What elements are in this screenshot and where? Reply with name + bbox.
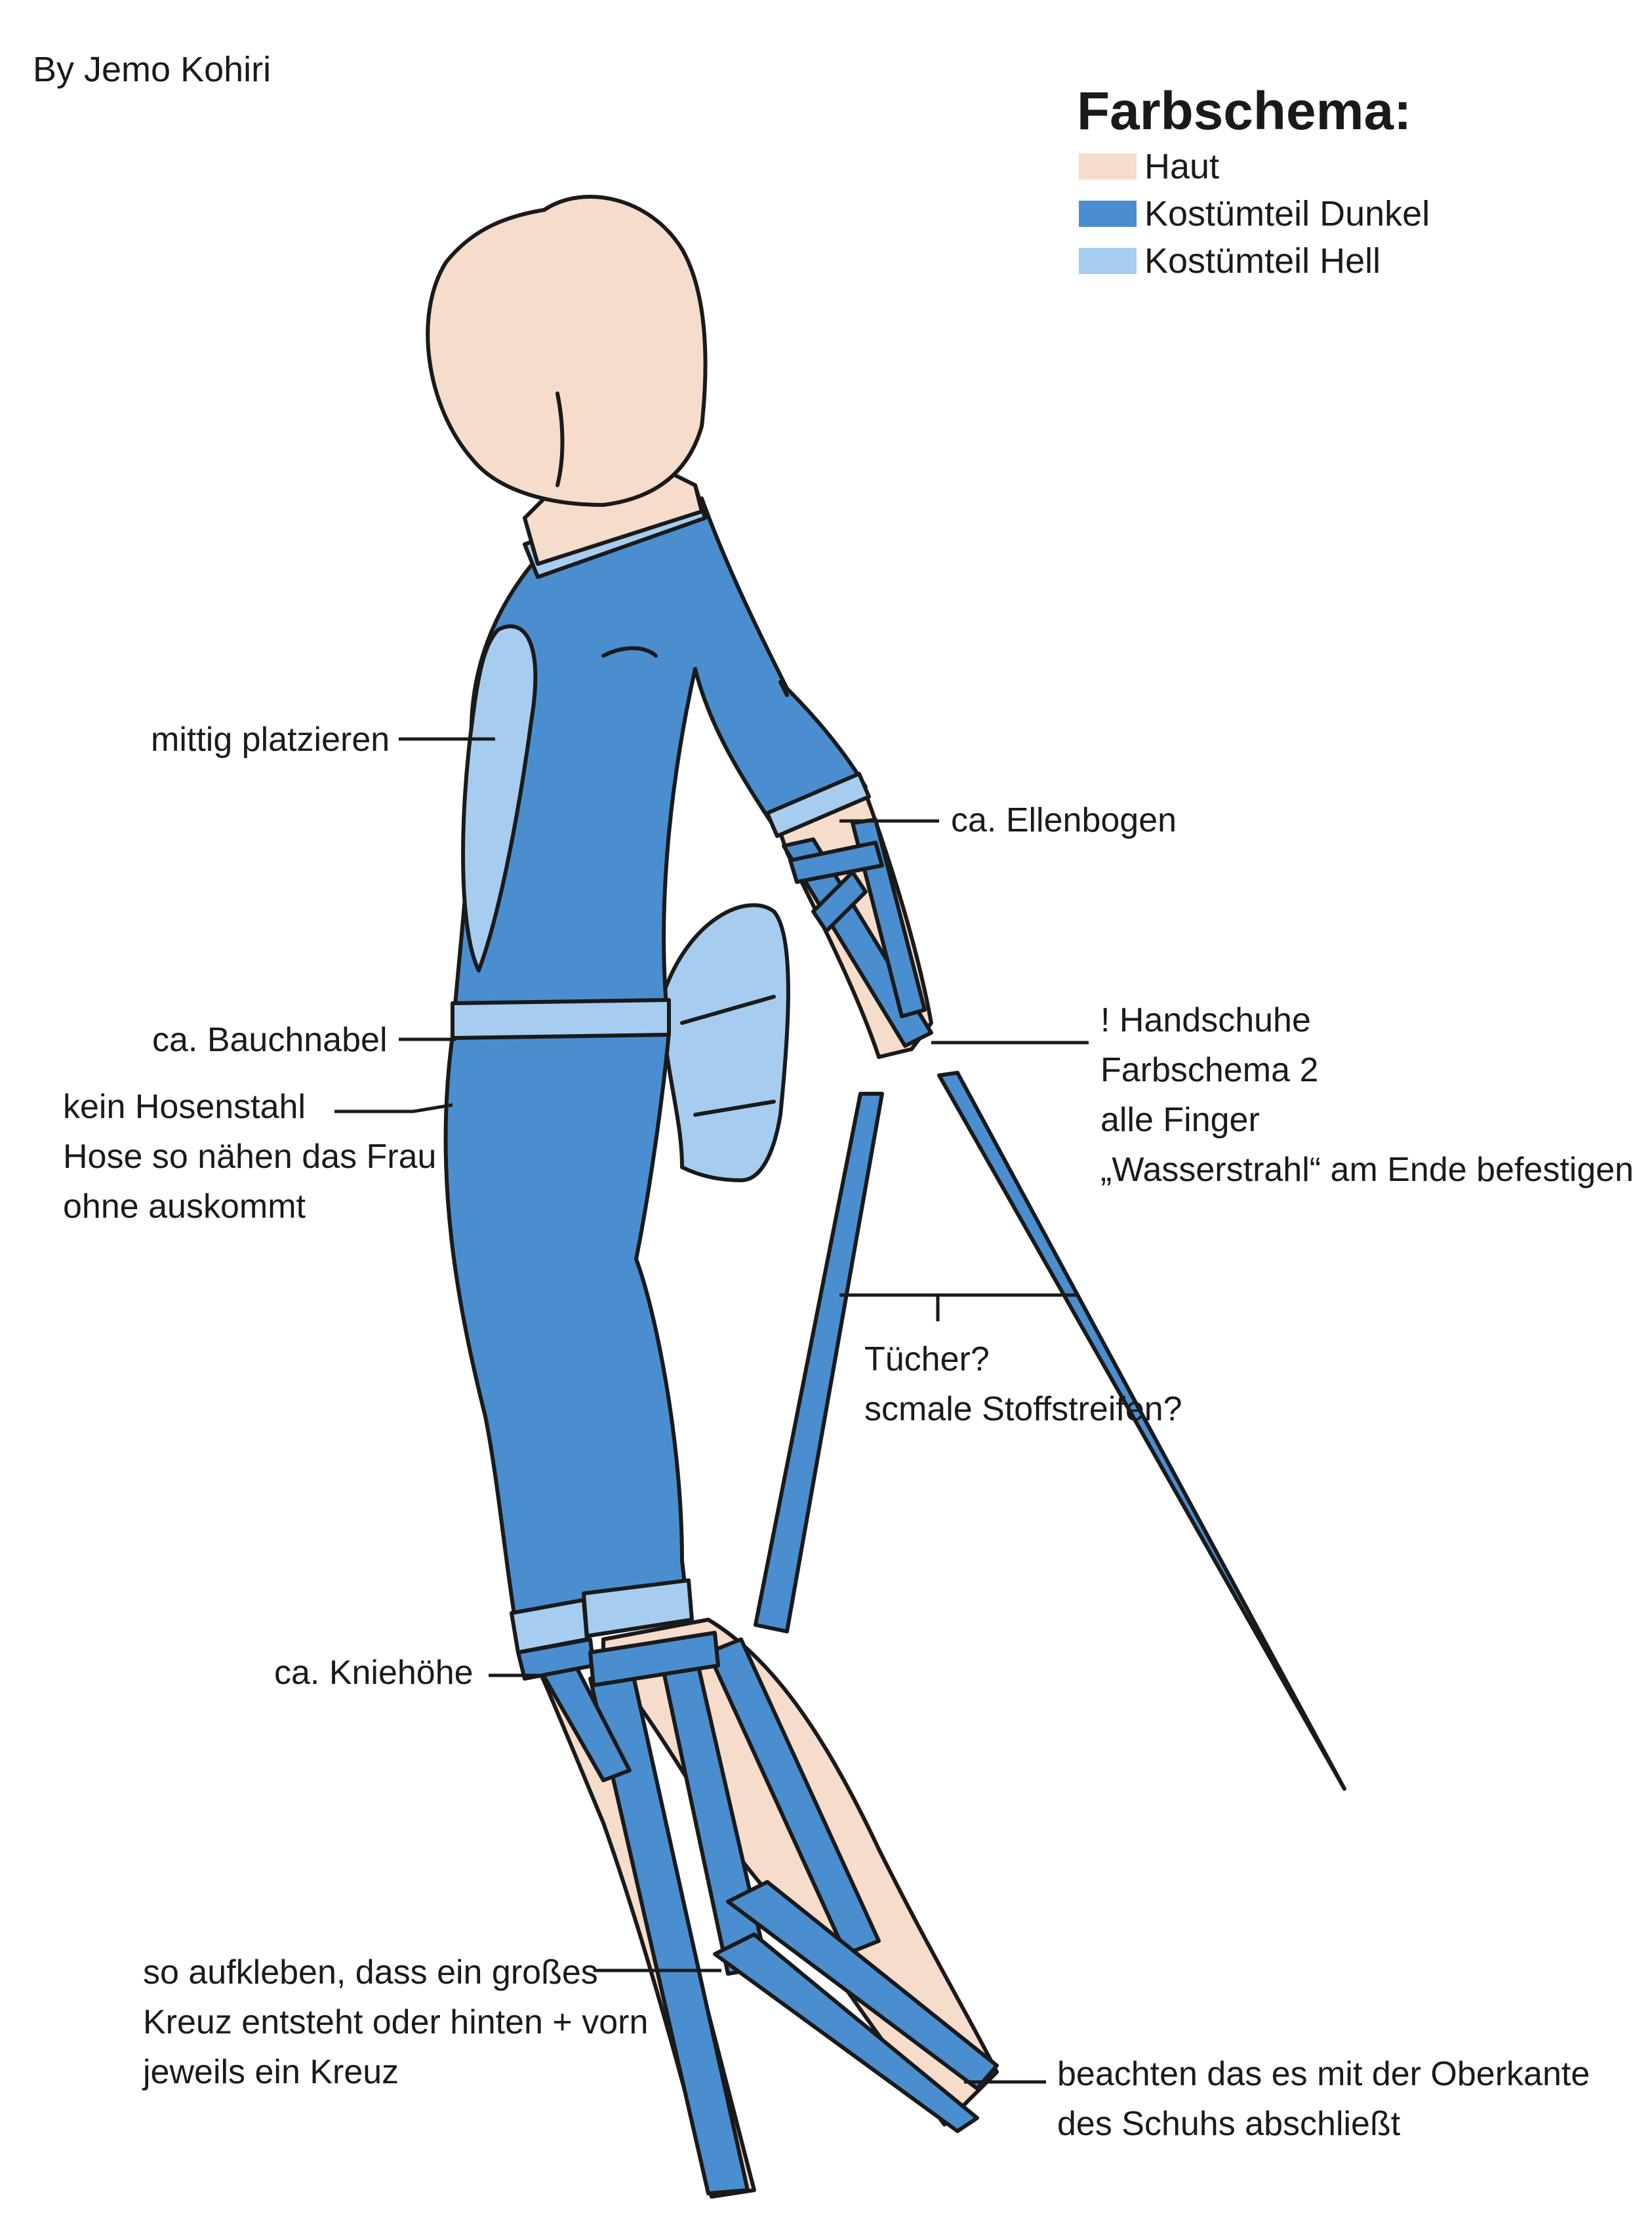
- label-kniehoehe: ca. Kniehöhe: [274, 1654, 473, 1692]
- label-line: Kreuz entsteht oder hinten + vorn: [143, 2003, 649, 2041]
- swatch-haut: [1079, 153, 1137, 180]
- knee-strap: [588, 1631, 720, 1687]
- knee-band: [510, 1598, 589, 1654]
- arm-strap: [811, 870, 868, 933]
- label-line: ohne auskommt: [63, 1188, 306, 1226]
- label-oberkante: beachten das es mit der Oberkante des Sc…: [1057, 2049, 1590, 2149]
- legend-title: Farbschema:: [1077, 81, 1412, 141]
- leg-strap: [706, 1637, 881, 1956]
- legend-item-haut: Haut: [1079, 143, 1219, 190]
- label-line: „Wasserstrahl“ am Ende befestigen: [1100, 1151, 1634, 1189]
- author-credit: By Jemo Kohiri: [33, 50, 272, 89]
- label-line: Tücher?: [864, 1340, 990, 1378]
- label-line: Hose so nähen das Frau: [63, 1138, 437, 1176]
- label-ellenbogen: ca. Ellenbogen: [951, 801, 1177, 839]
- legend-label: Kostümteil Dunkel: [1144, 194, 1430, 233]
- label-line: Farbschema 2: [1100, 1051, 1319, 1089]
- water-stream-right: [937, 1071, 1346, 1791]
- arm-strap: [788, 841, 884, 884]
- label-line: scmale Stoffstreifen?: [864, 1390, 1182, 1428]
- legend-item-hell: Kostümteil Hell: [1079, 237, 1380, 285]
- legend-label: Haut: [1144, 147, 1220, 186]
- chest-panel: [461, 624, 538, 972]
- swatch-hell: [1079, 248, 1137, 274]
- pointer-hosenstahl: [334, 1103, 453, 1113]
- head: [426, 195, 708, 507]
- label-line: beachten das es mit der Oberkante: [1057, 2055, 1590, 2093]
- label-hosenstahl: kein Hosenstahl Hose so nähen das Frau o…: [63, 1082, 436, 1231]
- label-aufkleben: so aufkleben, dass ein großes Kreuz ents…: [143, 1948, 648, 2097]
- label-line: ! Handschuhe: [1100, 1001, 1311, 1039]
- label-tuecher: Tücher? scmale Stoffstreifen?: [864, 1334, 1182, 1434]
- waist-band: [451, 998, 671, 1040]
- water-stream-left: [754, 1092, 884, 1633]
- label-mittig: mittig platzieren: [151, 721, 390, 759]
- label-line: des Schuhs abschließt: [1057, 2105, 1401, 2143]
- pants: [443, 1031, 691, 1641]
- legend-item-dunkel: Kostümteil Dunkel: [1079, 190, 1430, 237]
- sleeve-cuff: [765, 772, 871, 838]
- label-bauchnabel: ca. Bauchnabel: [152, 1021, 388, 1059]
- label-line: alle Finger: [1100, 1101, 1260, 1139]
- leg-strap: [713, 1932, 979, 2133]
- leg-strap: [726, 1880, 999, 2090]
- tail-pad: [660, 903, 790, 1182]
- label-handschuhe: ! Handschuhe Farbschema 2 alle Finger „W…: [1100, 995, 1634, 1195]
- legend-label: Kostümteil Hell: [1144, 241, 1381, 281]
- knee-band: [582, 1578, 694, 1638]
- label-line: jeweils ein Kreuz: [143, 2053, 399, 2091]
- swatch-dunkel: [1079, 201, 1137, 227]
- label-line: kein Hosenstahl: [63, 1088, 306, 1126]
- label-line: so aufkleben, dass ein großes: [143, 1953, 598, 1991]
